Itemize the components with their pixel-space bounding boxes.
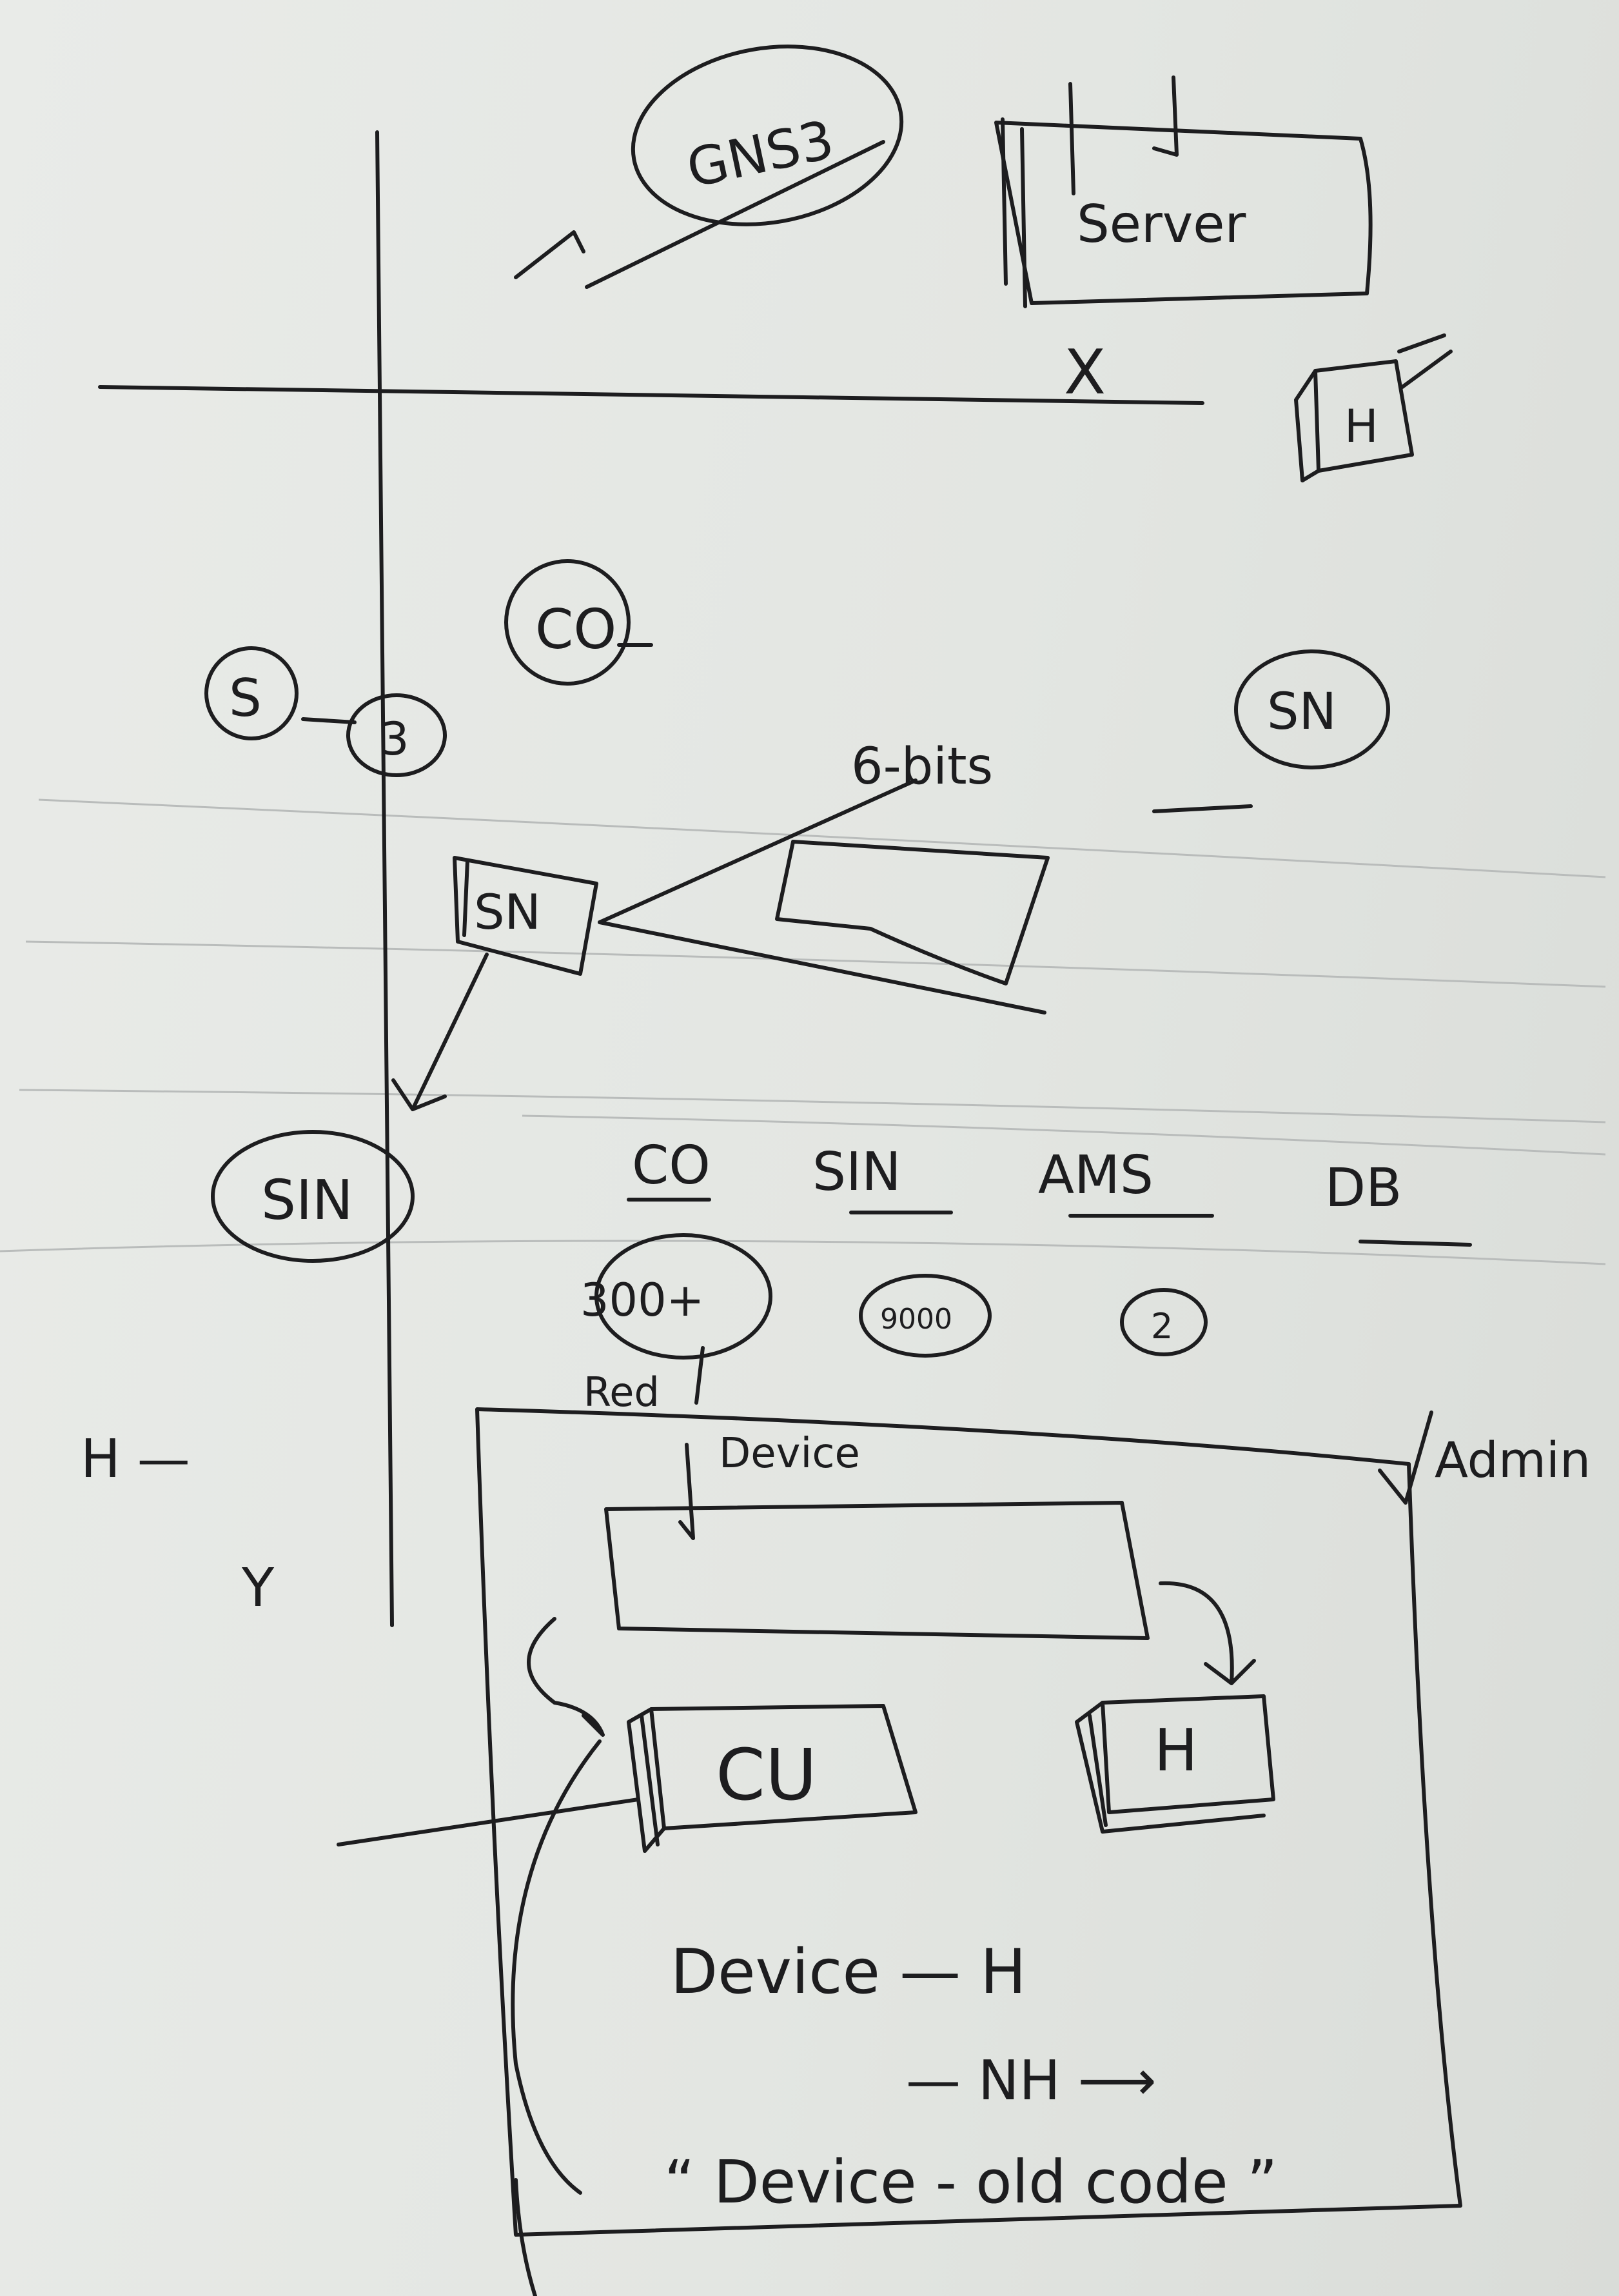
bits-label: 6-bits: [851, 738, 993, 796]
gns3-label: GNS3: [682, 109, 839, 200]
sin-circle-label: SIN: [261, 1169, 353, 1232]
x-mark: X: [1064, 337, 1106, 408]
s-3-connection: S 3: [204, 646, 447, 777]
count-small-label: 2: [1151, 1306, 1173, 1347]
gns3-node: GNS3: [514, 45, 904, 289]
sn-circle-right-node: SN: [1234, 649, 1390, 769]
counts-row: 300+ Red 9000 2: [580, 1233, 1208, 1416]
category-db: DB: [1325, 1158, 1402, 1219]
h-box-label: H: [1154, 1717, 1198, 1785]
device-box: Device: [604, 1430, 1256, 1685]
admin-label: Admin: [1435, 1431, 1591, 1489]
sn-box-label: SN: [474, 884, 541, 940]
co-circle-node: CO: [504, 559, 653, 686]
category-ams: AMS: [1038, 1145, 1153, 1206]
three-circle-label: 3: [380, 713, 409, 766]
device-label: Device: [719, 1430, 860, 1478]
count-9000-label: 9000: [880, 1303, 952, 1336]
cu-box-label: CU: [716, 1734, 817, 1816]
server-node: Server: [994, 75, 1373, 308]
server-label: Server: [1077, 194, 1246, 254]
sn-circle-right-label: SN: [1267, 683, 1337, 741]
s-circle-label: S: [229, 668, 262, 728]
sn-box-node: SN: [391, 778, 1050, 1111]
red-label: Red: [584, 1369, 660, 1416]
category-row: CO SIN AMS DB: [627, 1135, 1472, 1247]
cu-box-node: CU: [337, 1617, 917, 2195]
sin-circle-node: SIN: [211, 1130, 415, 1263]
device-h-label: Device — H: [671, 1937, 1026, 2008]
h-cube-top-label: H: [1344, 400, 1379, 453]
category-sin: SIN: [812, 1142, 901, 1203]
y-mark: Y: [241, 1558, 275, 1619]
h-box-node: H: [1075, 1694, 1275, 1834]
vertical-divider-line: [375, 130, 394, 1627]
count-300-label: 300+: [580, 1274, 704, 1327]
old-code-label: “ Device - old code ”: [664, 2148, 1278, 2217]
nh-arrow-label: — NH ⟶: [906, 2049, 1156, 2113]
category-co: CO: [632, 1135, 711, 1196]
horizontal-divider-line: [98, 385, 1204, 405]
h-cube-top: H: [1294, 333, 1453, 482]
co-circle-label: CO: [535, 598, 616, 662]
h-dash-label: H —: [81, 1429, 190, 1490]
